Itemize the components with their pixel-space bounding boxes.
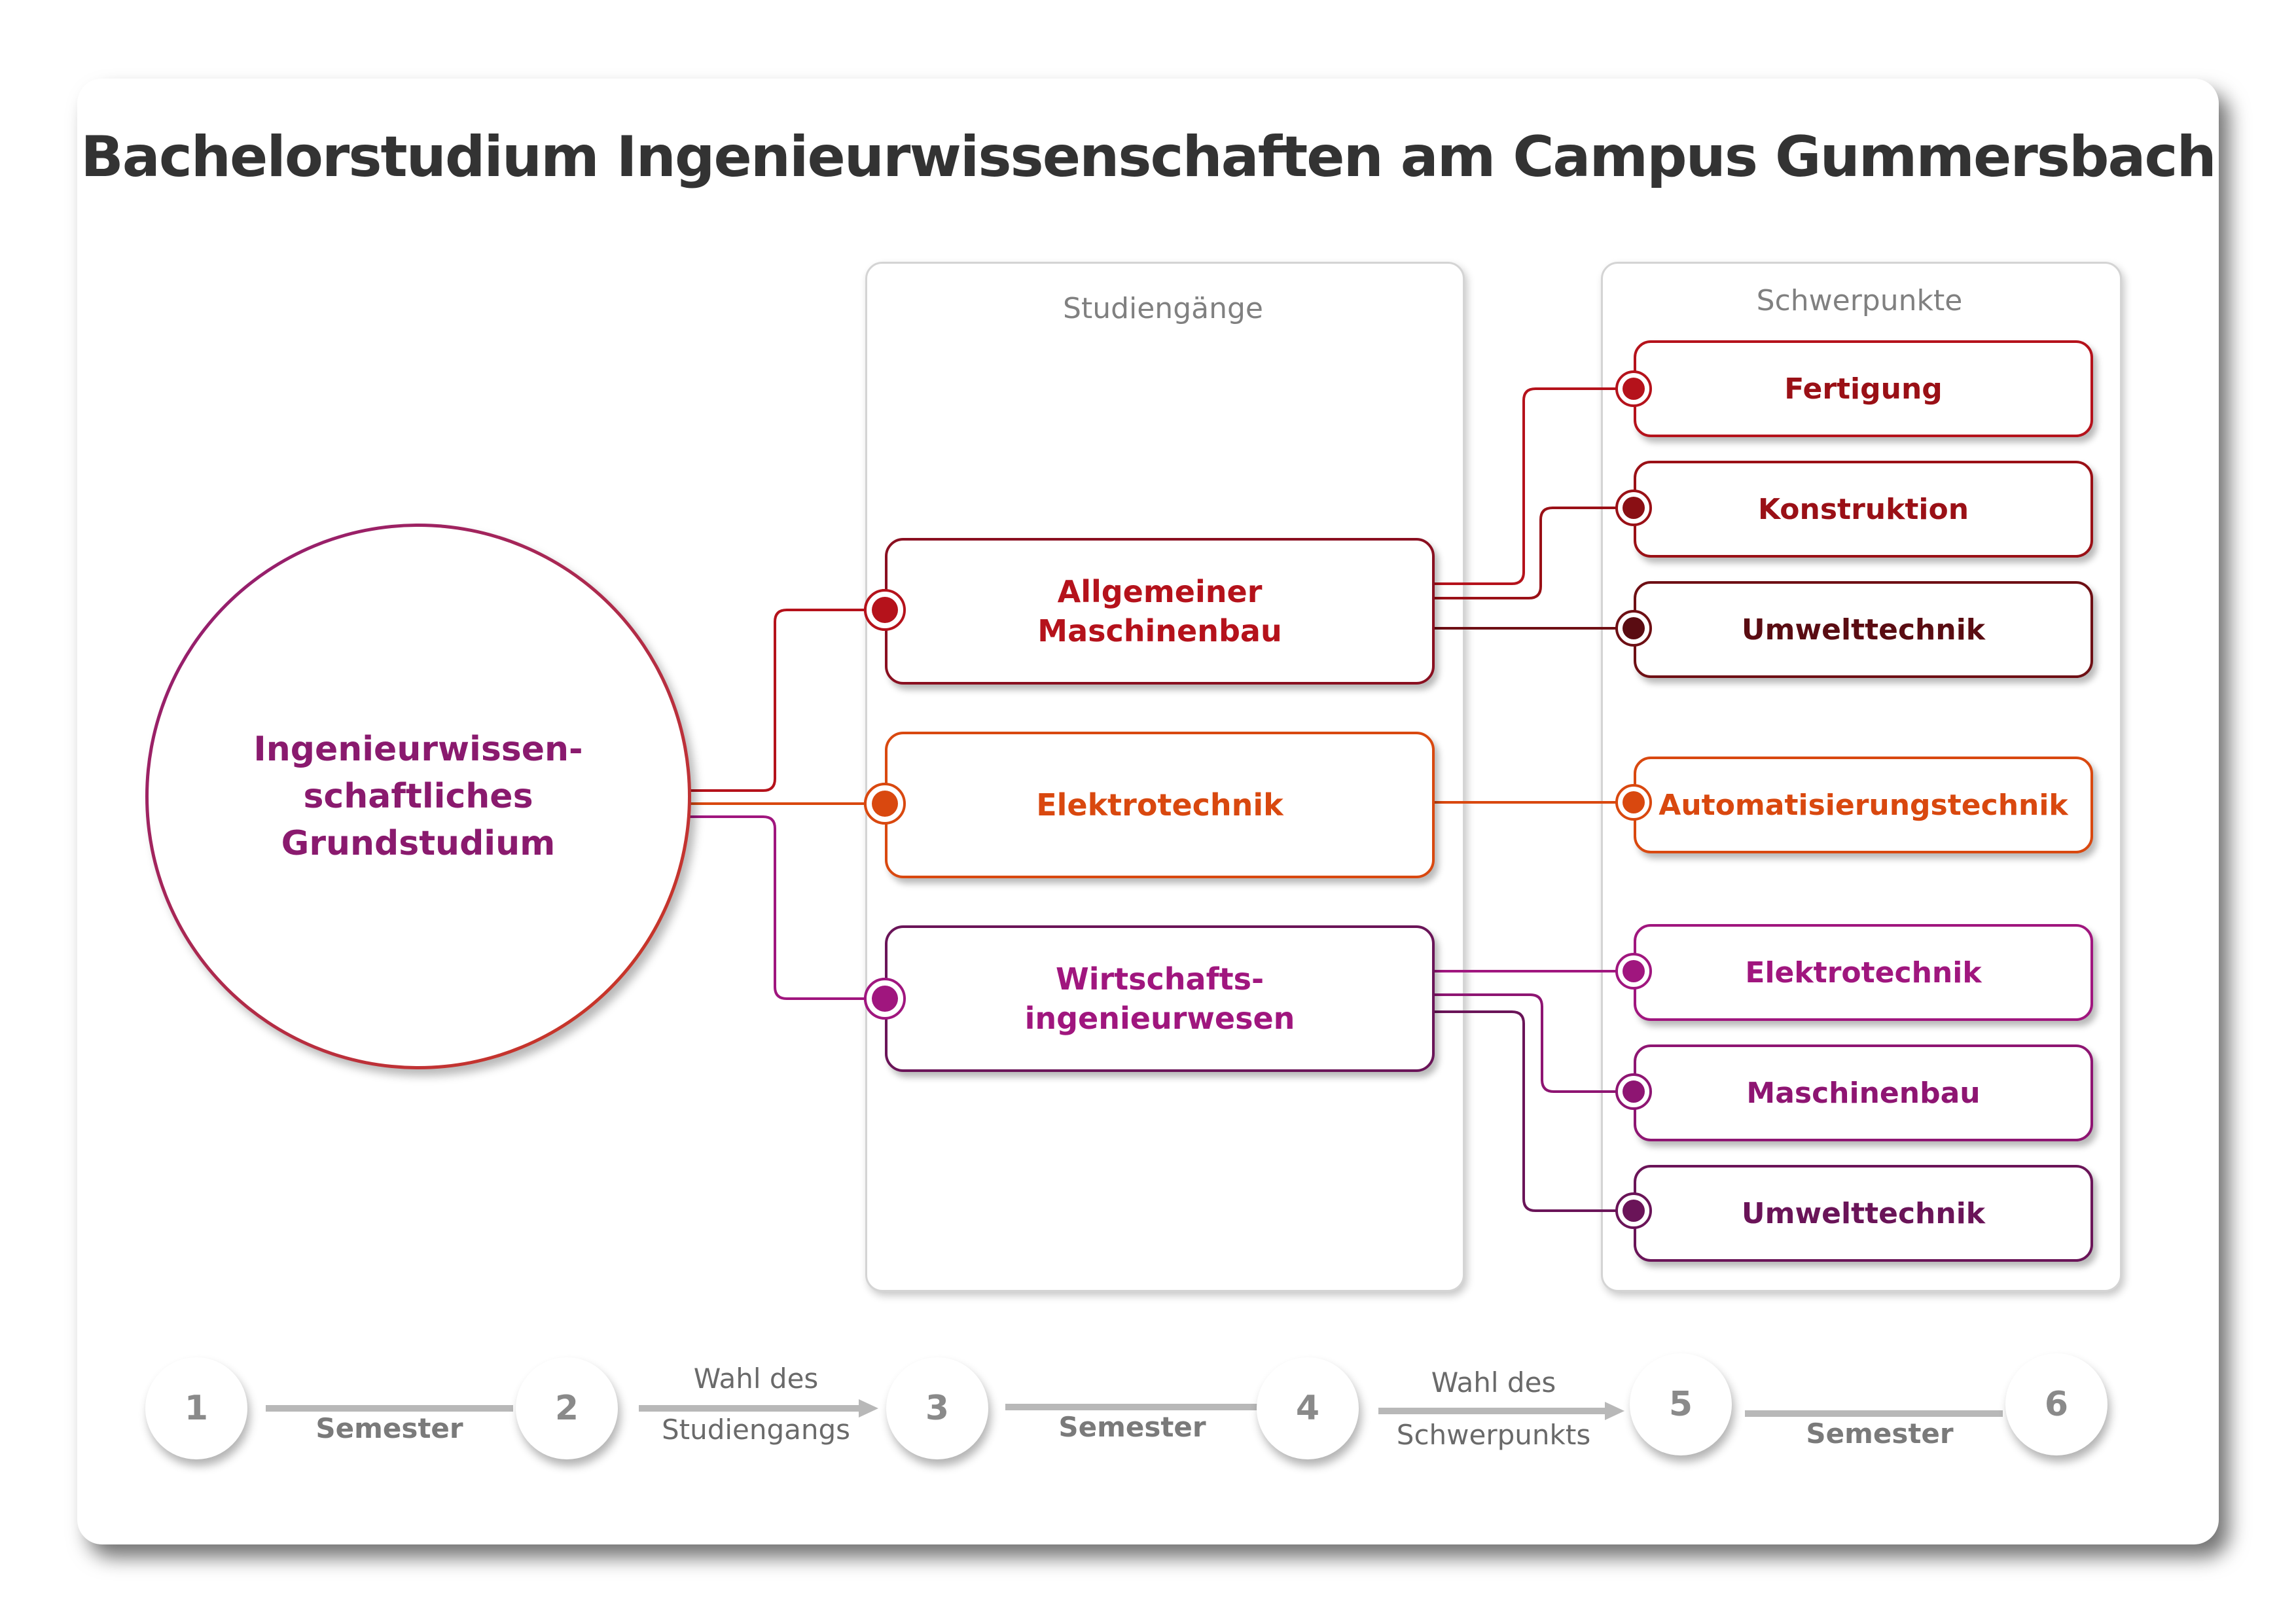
timeline-label-semester: Semester	[315, 1412, 463, 1444]
timeline-label-semester: Semester	[1806, 1418, 1954, 1450]
studiengaenge-panel-label: Studiengänge	[1063, 292, 1263, 325]
semester-circle: 4	[1257, 1357, 1359, 1459]
spec-maschinenbau: Maschinenbau	[1634, 1044, 2093, 1141]
semester-circle: 2	[516, 1357, 618, 1459]
timeline-arrowhead-4	[1605, 1402, 1624, 1420]
page-title: Bachelorstudium Ingenieurwissenschaften …	[81, 124, 2217, 190]
spec-label: Umwelttechnik	[1741, 613, 1986, 647]
semester-circle: 6	[2005, 1353, 2108, 1455]
connector-umwelttechnik-2	[1431, 1010, 1634, 1212]
connector-fertigung	[1431, 387, 1634, 585]
spec-fertigung: Fertigung	[1634, 340, 2093, 437]
timeline-arrowhead-2	[859, 1399, 878, 1418]
connector-root-maschinenbau	[685, 609, 864, 792]
program-allgemeiner-maschinenbau: Allgemeiner Maschinenbau	[885, 538, 1435, 685]
spec-label: Fertigung	[1784, 372, 1943, 406]
grundstudium-label: Ingenieurwissen- schaftliches Grundstudi…	[253, 730, 583, 863]
connector-maschinenbau-2	[1431, 993, 1634, 1093]
program-label: Wirtschafts- ingenieurwesen	[1024, 961, 1295, 1036]
semester-circle: 3	[886, 1357, 988, 1459]
semester-circle: 1	[145, 1357, 247, 1459]
spec-umwelttechnik-maschinenbau: Umwelttechnik	[1634, 581, 2093, 678]
spec-elektrotechnik: Elektrotechnik	[1634, 924, 2093, 1021]
spec-label: Automatisierungstechnik	[1659, 788, 2068, 822]
grundstudium-circle: Ingenieurwissen- schaftliches Grundstudi…	[145, 524, 691, 1069]
timeline-label-wahl: Wahl des	[1431, 1366, 1556, 1399]
spec-konstruktion: Konstruktion	[1634, 461, 2093, 558]
timeline-label-studiengangs: Studiengangs	[661, 1414, 851, 1446]
timeline-label-schwerpunkts: Schwerpunkts	[1396, 1419, 1591, 1451]
semester-circle: 5	[1630, 1353, 1732, 1455]
spec-label: Maschinenbau	[1746, 1076, 1981, 1110]
spec-label: Elektrotechnik	[1745, 955, 1982, 990]
program-label: Allgemeiner Maschinenbau	[1037, 574, 1282, 649]
program-label: Elektrotechnik	[1036, 787, 1283, 823]
program-elektrotechnik: Elektrotechnik	[885, 732, 1435, 878]
schwerpunkte-panel-label: Schwerpunkte	[1756, 284, 1963, 317]
timeline-label-semester: Semester	[1058, 1411, 1206, 1443]
timeline-label-wahl: Wahl des	[693, 1363, 819, 1395]
connector-konstruktion	[1431, 507, 1634, 599]
spec-label: Umwelttechnik	[1741, 1196, 1986, 1230]
spec-automatisierungstechnik: Automatisierungstechnik	[1634, 757, 2093, 853]
spec-umwelttechnik-wirtschaft: Umwelttechnik	[1634, 1165, 2093, 1262]
connector-root-wirtschaft	[685, 815, 864, 1000]
program-wirtschaftsingenieurwesen: Wirtschafts- ingenieurwesen	[885, 925, 1435, 1072]
spec-label: Konstruktion	[1757, 492, 1969, 526]
